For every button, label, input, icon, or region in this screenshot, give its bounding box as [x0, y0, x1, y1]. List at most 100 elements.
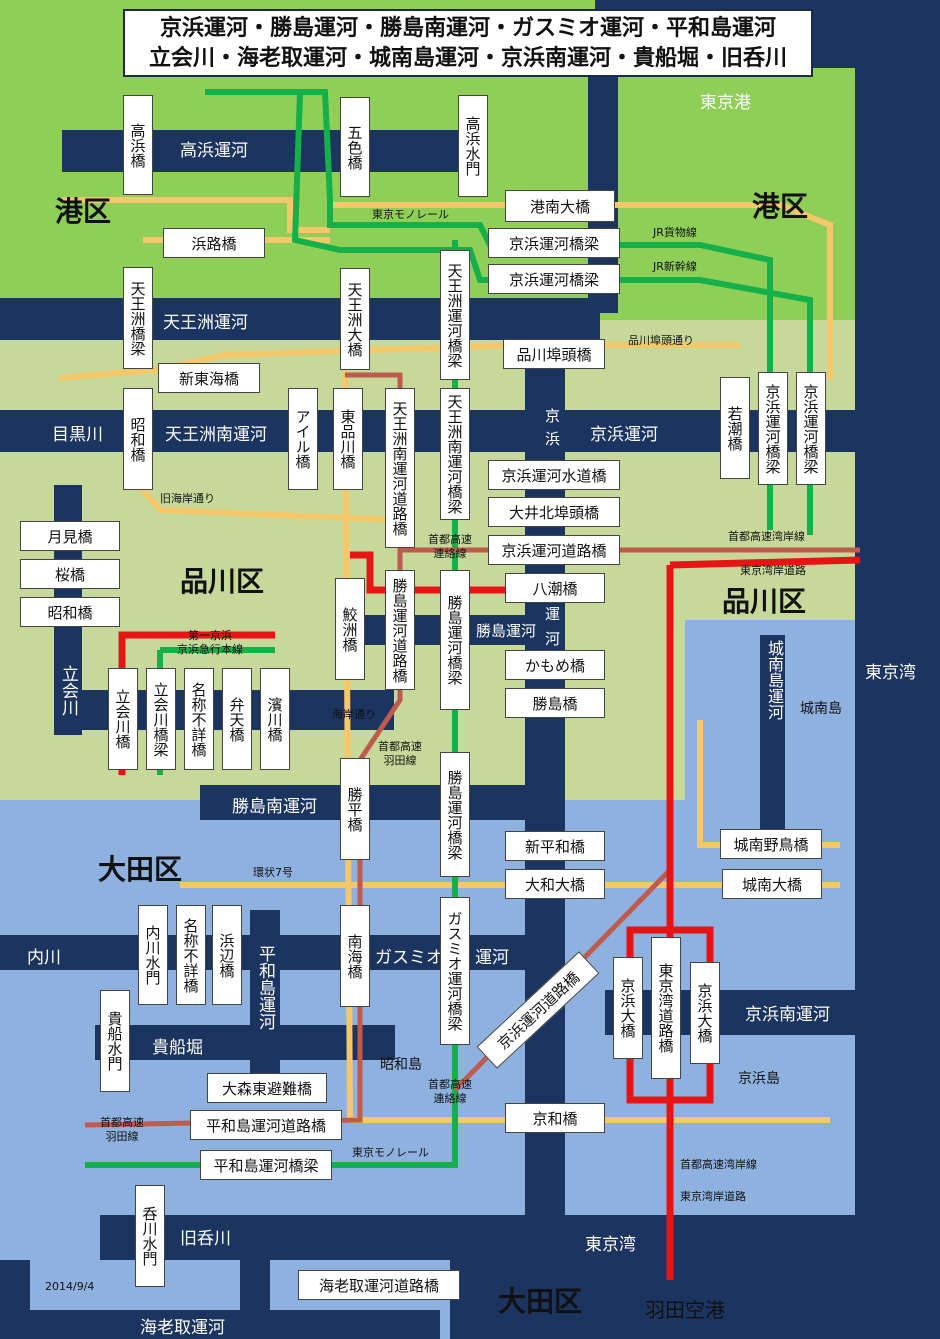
bridge-jonan-ohashi[interactable]: 城南大橋 [722, 869, 822, 899]
bridge-keihin-ohashi-w[interactable]: 京浜大橋 [613, 957, 643, 1059]
label-shuto-wangan-n: 首都高速湾岸線 [728, 530, 805, 543]
bridge-showa-w[interactable]: 昭和橋 [20, 597, 120, 627]
label-shuto-haneda-n: 首都高速 羽田線 [378, 740, 422, 767]
bridge-kamome[interactable]: かもめ橋 [505, 650, 605, 680]
gate-nomi-suimon[interactable]: 呑川水門 [135, 1185, 165, 1287]
label-tennozu-canal: 天王洲運河 [163, 313, 248, 333]
bridge-meisho-fusho-2[interactable]: 名称不詳橋 [176, 905, 206, 1005]
label-katsushima-v2: 河 [545, 630, 561, 648]
bridge-keihin-doro[interactable]: 京浜運河道路橋 [488, 535, 620, 565]
title-line1: 京浜運河・勝島運河・勝島南運河・ガスミオ運河・平和島運河 [159, 16, 776, 41]
label-keihin-minami-canal: 京浜南運河 [745, 1005, 830, 1025]
label-keihinjima: 京浜島 [738, 1071, 780, 1087]
bridge-hamabe[interactable]: 浜辺橋 [212, 905, 242, 1005]
bridge-keihin-kyoryo-4[interactable]: 京浜運河橋梁 [796, 372, 826, 485]
gate-uchikawa-suimon[interactable]: 内川水門 [138, 905, 168, 1005]
bridge-tennozu-ohashi[interactable]: 天王洲大橋 [340, 268, 370, 370]
label-jonanjima-canal: 城南島運河 [765, 640, 784, 720]
bridge-keihin-suido[interactable]: 京浜運河水道橋 [488, 460, 620, 490]
label-uchikawa: 内川 [27, 948, 61, 968]
title-line2: 立会川・海老取運河・城南島運河・京浜南運河・貴船堀・旧呑川 [148, 46, 787, 71]
gate-kifune-suimon[interactable]: 貴船水門 [100, 990, 130, 1092]
label-shuto-wangan-s: 首都高速湾岸線 [680, 1158, 757, 1171]
bridge-tokyo-wan-doro[interactable]: 東京湾道路橋 [651, 937, 681, 1079]
bridge-samezu[interactable]: 鮫洲橋 [335, 578, 365, 680]
label-haneda-airport: 羽田空港 [645, 1298, 725, 1322]
label-katsushima-minami-canal: 勝島南運河 [232, 797, 317, 817]
bridge-gasumio-kyoryo[interactable]: ガスミオ運河橋梁 [440, 897, 470, 1045]
label-tokyo-wangan-s: 東京湾岸道路 [680, 1190, 746, 1203]
bridge-higashi-shinagawa[interactable]: 東品川橋 [333, 388, 363, 490]
label-kifune-bori: 貴船堀 [152, 1038, 203, 1058]
map-title: 京浜運河・勝島運河・勝島南運河・ガスミオ運河・平和島運河 立会川・海老取運河・城… [123, 9, 813, 77]
label-tokyo-bay-east: 東京湾 [865, 663, 916, 683]
bridge-shin-heiwa[interactable]: 新平和橋 [505, 831, 605, 861]
label-tokyo-monorail-s: 東京モノレール [352, 1146, 429, 1159]
bridge-tennozu-unga-kyoryo[interactable]: 天王洲運河橋梁 [440, 250, 470, 380]
bridge-shin-tokai[interactable]: 新東海橋 [158, 363, 260, 393]
ward-minato-east: 港区 [752, 190, 809, 223]
bridge-goshiki[interactable]: 五色橋 [340, 97, 370, 197]
bridge-tennozu-kyoryo[interactable]: 天王洲橋梁 [123, 267, 153, 369]
label-tokyo-port: 東京港 [700, 93, 751, 113]
bridge-tsukimi[interactable]: 月見橋 [20, 521, 120, 551]
bridge-shinagawa-futo[interactable]: 品川埠頭橋 [503, 339, 605, 369]
label-takahama-canal: 高浜運河 [180, 141, 248, 161]
bridge-showa-n[interactable]: 昭和橋 [123, 388, 153, 490]
bridge-tachiai-kyoryo[interactable]: 立会川橋梁 [146, 668, 176, 770]
label-shuto-haneda-w: 首都高速 羽田線 [100, 1116, 144, 1143]
label-jr-shinkansen: JR新幹線 [653, 260, 697, 273]
ward-ota-south: 大田区 [498, 1285, 583, 1318]
label-jr-freight: JR貨物線 [653, 226, 697, 239]
bridge-konan[interactable]: 港南大橋 [505, 190, 615, 222]
bridge-keihin-kyoryo-1[interactable]: 京浜運河橋梁 [488, 228, 620, 258]
label-keihin-canal: 京浜運河 [590, 425, 658, 445]
bridge-yamato-ohashi[interactable]: 大和大橋 [505, 869, 605, 899]
bridge-wakashio[interactable]: 若潮橋 [720, 377, 750, 479]
ward-shinagawa-east: 品川区 [722, 585, 807, 618]
date-label: 2014/9/4 [45, 1280, 95, 1293]
bridge-katsushima-kyoryo[interactable]: 勝島運河橋梁 [440, 570, 470, 710]
label-shuto-renraku-n: 首都高速 連絡線 [428, 533, 472, 560]
bridge-katsushima-doro[interactable]: 勝島運河道路橋 [385, 570, 415, 690]
label-keihin-v1: 京 [545, 407, 561, 425]
bridge-katsushima[interactable]: 勝島橋 [505, 688, 605, 718]
bridge-keihin-ohashi-e[interactable]: 京浜大橋 [690, 962, 720, 1064]
ward-shinagawa-west: 品川区 [180, 565, 265, 598]
bridge-katsushima-kyoryo-2[interactable]: 勝島運河橋梁 [440, 752, 470, 877]
bridge-tennozu-minami-doro[interactable]: 天王洲南運河道路橋 [385, 388, 415, 548]
bridge-nankai[interactable]: 南海橋 [340, 905, 370, 1007]
label-tokyo-wangan-n: 東京湾岸道路 [740, 564, 806, 577]
bridge-tachiai-river[interactable]: 立会川橋 [108, 668, 138, 770]
bridge-takahama[interactable]: 高浜橋 [123, 95, 153, 195]
label-heiwajima-canal: 平和島運河 [255, 945, 275, 1030]
label-kaigan-dori: 海岸通り [332, 708, 376, 721]
bridge-jonan-noshima[interactable]: 城南野鳥橋 [720, 829, 822, 859]
ward-minato-west: 港区 [55, 195, 112, 228]
label-shuto-renraku-s: 首都高速 連絡線 [428, 1078, 472, 1105]
bridge-keiwa[interactable]: 京和橋 [505, 1103, 605, 1133]
gate-takahama-suimon[interactable]: 高浜水門 [458, 95, 488, 197]
bridge-heiwajima-doro[interactable]: 平和島運河道路橋 [190, 1110, 342, 1140]
label-gasumio-canal: 運河 [475, 948, 509, 968]
bridge-katsuhei[interactable]: 勝平橋 [340, 758, 370, 860]
bridge-keihin-kyoryo-2[interactable]: 京浜運河橋梁 [488, 264, 620, 294]
bridge-yashio[interactable]: 八潮橋 [505, 573, 605, 603]
bridge-ebitori-doro[interactable]: 海老取運河道路橋 [298, 1270, 460, 1300]
label-meguro-river: 目黒川 [52, 425, 103, 445]
ward-ota-west: 大田区 [98, 853, 183, 886]
bridge-omori-higashi[interactable]: 大森東避難橋 [207, 1073, 327, 1103]
bridge-tennozu-minami-kyoryo[interactable]: 天王洲南運河橋梁 [440, 388, 470, 520]
bridge-heiwajima-kyoryo[interactable]: 平和島運河橋梁 [200, 1150, 332, 1180]
label-kyu-kaigan-dori: 旧海岸通り [160, 492, 215, 505]
bridge-meisho-fusho[interactable]: 名称不詳橋 [184, 668, 214, 770]
bridge-keihin-kyoryo-3[interactable]: 京浜運河橋梁 [758, 372, 788, 485]
bridge-sakura[interactable]: 桜橋 [20, 559, 120, 589]
bridge-benten[interactable]: 弁天橋 [222, 668, 252, 770]
bridge-ail[interactable]: アイル橋 [288, 388, 318, 490]
label-katsushima-canal: 勝島運河 [476, 622, 537, 640]
bridge-oi-kitafuto[interactable]: 大井北埠頭橋 [488, 497, 620, 527]
bridge-hamakawa[interactable]: 濱川橋 [260, 668, 290, 770]
bridge-hamaji[interactable]: 浜路橋 [163, 228, 265, 258]
